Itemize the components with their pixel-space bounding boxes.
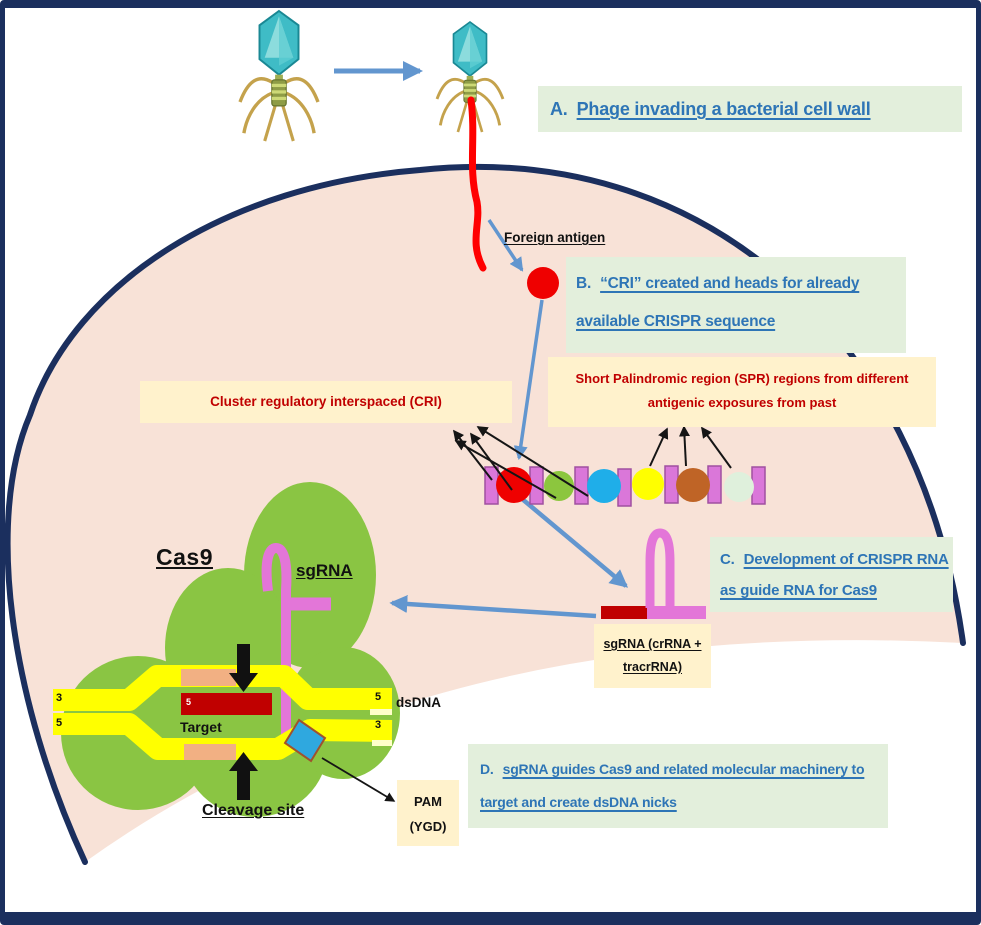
spr-note-line2: antigenic exposures from past: [647, 395, 837, 410]
arrow-sgrna-to-cas9: [389, 594, 597, 619]
cri-note-box: Cluster regulatory interspaced (CRI): [140, 381, 512, 423]
step-c-line2: as guide RNA for Cas9: [720, 582, 877, 599]
arrow-antigen-to-cri: [487, 219, 524, 272]
step-a-prefix: A.: [550, 99, 568, 119]
cri-note-text: Cluster regulatory interspaced (CRI): [210, 394, 442, 409]
protospacer-bar: [181, 693, 272, 715]
step-d-line1: sgRNA guides Cas9 and related molecular …: [502, 761, 865, 777]
step-d-line2: target and create dsDNA nicks: [480, 794, 677, 810]
sgrna-hairpin: [601, 528, 706, 619]
sgrna-note-line1: sgRNA (crRNA +: [603, 637, 702, 651]
pam-pointer-arrow: [321, 757, 396, 802]
step-d-prefix: D.: [480, 761, 494, 777]
flow-arrows: [389, 219, 629, 619]
tracrrna-bar: [647, 606, 706, 619]
foreign-antigen-strand: [467, 96, 487, 272]
step-c-box: C. Development of CRISPR RNA as guide RNA…: [710, 537, 953, 612]
step-b-line1: “CRI” created and heads for already: [600, 275, 860, 292]
spr-note-line1: Short Palindromic region (SPR) regions f…: [575, 371, 909, 386]
spacer-palegreen-icon: [724, 472, 754, 502]
step-c-prefix: C.: [720, 551, 735, 568]
cleavage-arrow-up: [229, 752, 258, 800]
cas9-complex: [53, 482, 400, 817]
sgrna-label: sgRNA: [296, 561, 353, 580]
hairpin-loop: [645, 528, 675, 608]
pam-diamond: [283, 718, 327, 763]
target-label: Target: [180, 719, 222, 735]
target-region-top: [181, 669, 236, 686]
step-b-line2: available CRISPR sequence: [576, 313, 776, 330]
step-d-box: D. sgRNA guides Cas9 and related molecula…: [468, 744, 888, 828]
spacer-brown-icon: [676, 468, 710, 502]
target-region-bottom: [184, 744, 236, 760]
sgrna-note-box: sgRNA (crRNA + tracrRNA): [594, 624, 711, 688]
strand-end-3-left: 3: [56, 692, 63, 704]
pam-note-box: PAM (YGD): [397, 780, 459, 846]
crrna-bar: [601, 606, 647, 619]
bacteriophage-icon-free: [238, 9, 320, 143]
foreign-antigen-label: Foreign antigen: [504, 230, 606, 245]
step-a-box: A. Phage invading a bacterial cell wall: [538, 86, 962, 132]
step-a-text: Phage invading a bacterial cell wall: [576, 99, 871, 119]
array-annotation-arrows: [452, 425, 732, 499]
sgrna-ribbon: [261, 542, 331, 736]
dsdna-label: dsDNA: [396, 695, 442, 710]
spr-note-box: Short Palindromic region (SPR) regions f…: [548, 357, 936, 427]
arrow-array-to-sgrna: [519, 496, 629, 588]
pam-note-line2: (YGD): [409, 819, 447, 834]
spacer-red-icon: [496, 467, 532, 503]
strand-end-5-left: 5: [56, 717, 63, 729]
sgrna-note-line2: tracrRNA): [622, 660, 683, 674]
strand-end-5-right: 5: [375, 691, 382, 703]
spacer-blue-icon: [587, 469, 621, 503]
step-c-line1: Development of CRISPR RNA: [743, 551, 949, 568]
step-b-box: B. “CRI” created and heads for already av…: [566, 257, 906, 353]
cas9-label: Cas9: [156, 544, 213, 570]
step-b-prefix: B.: [576, 275, 592, 292]
protospacer-5-label: 5: [186, 697, 192, 707]
arrow-cri-to-array: [513, 299, 544, 461]
pam-note-line1: PAM: [414, 794, 442, 809]
cleavage-arrow-down: [229, 644, 258, 692]
strand-end-3-right: 3: [375, 719, 382, 731]
spacer-yellow-icon: [632, 468, 664, 500]
spacer-green-icon: [544, 471, 574, 501]
cri-particle: [527, 267, 559, 299]
cleavage-site-label: Cleavage site: [202, 802, 305, 819]
